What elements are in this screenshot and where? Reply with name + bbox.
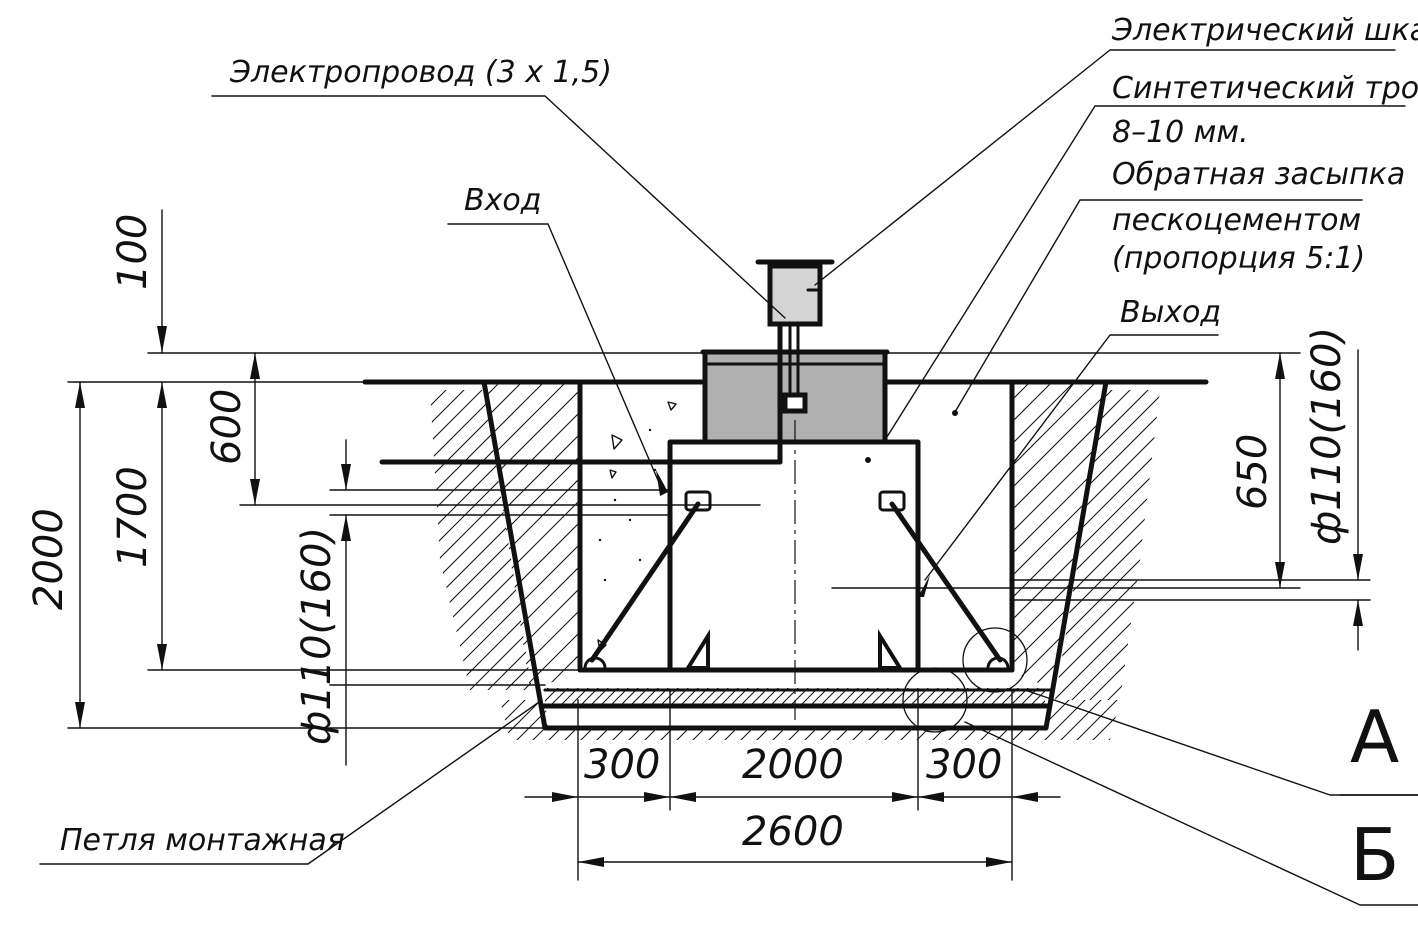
- label-rope: Синтетический трос: [1112, 71, 1418, 106]
- dim-pipe-left: ф110(160): [294, 527, 340, 745]
- label-loop: Петля монтажная: [60, 823, 345, 858]
- dim-1700: 1700: [110, 466, 156, 568]
- label-cabinet: Электрический шкаф: [1111, 13, 1418, 48]
- label-backfill-2: пескоцементом: [1112, 203, 1361, 238]
- rope-right: [889, 501, 1003, 663]
- detail-letter-b: Б: [1350, 813, 1399, 897]
- detail-circle-a: [962, 627, 1028, 693]
- detail-circle-b: [902, 667, 968, 733]
- dim-650: 650: [1230, 434, 1276, 510]
- dim-300-right: 300: [926, 742, 1002, 788]
- anchor-lugs: [583, 490, 1010, 670]
- dim-2000-horizontal: 2000: [742, 742, 844, 788]
- pit-wall: [481, 379, 1109, 731]
- label-backfill-1: Обратная засыпка: [1112, 157, 1405, 192]
- dim-600: 600: [204, 389, 250, 465]
- dim-pipe-right: ф110(160): [1304, 327, 1350, 545]
- label-rope-size: 8–10 мм.: [1112, 115, 1249, 150]
- dim-2600: 2600: [742, 809, 844, 855]
- dim-300-left: 300: [584, 742, 660, 788]
- dim-100: 100: [110, 214, 156, 290]
- leader-lines: [39, 49, 1418, 906]
- detail-letter-a: А: [1350, 695, 1399, 779]
- label-wire: Электропровод (3 х 1,5): [229, 55, 612, 90]
- label-outlet: Выход: [1120, 295, 1221, 330]
- dimension-lines: [67, 209, 1371, 881]
- rope-left: [589, 501, 701, 663]
- label-inlet: Вход: [464, 183, 541, 218]
- label-backfill-3: (пропорция 5:1): [1112, 241, 1365, 276]
- dim-2000-vertical: 2000: [26, 508, 72, 610]
- electrical-cabinet: [755, 259, 835, 414]
